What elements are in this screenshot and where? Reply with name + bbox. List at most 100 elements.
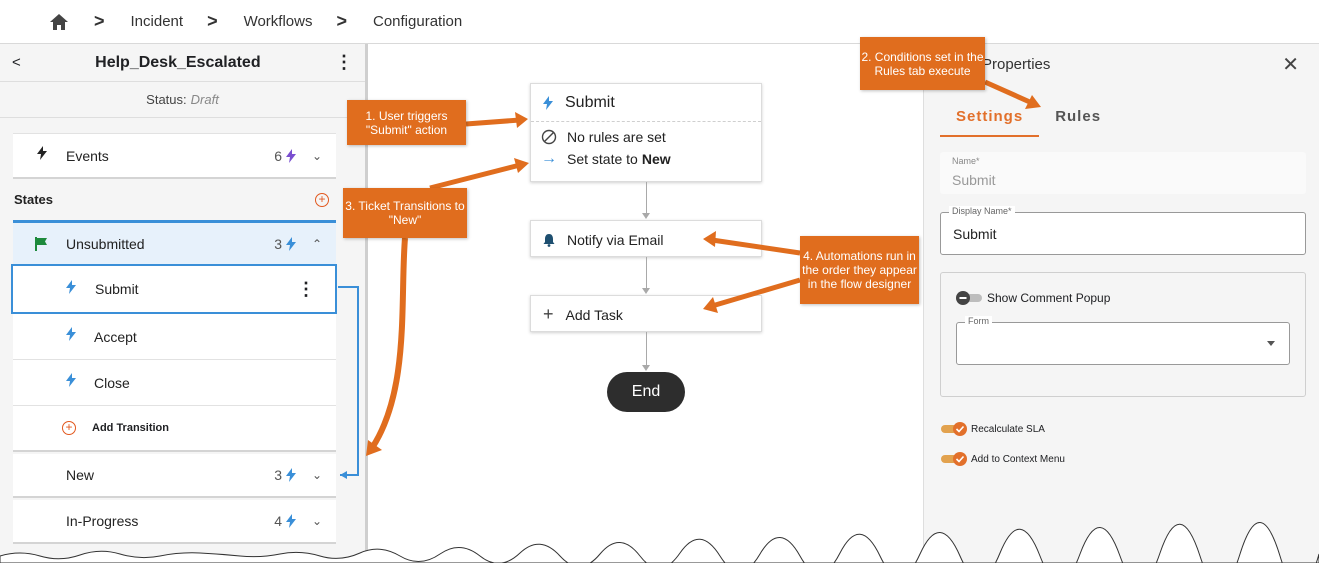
flag-icon	[35, 237, 49, 256]
properties-header: Properties ✕	[924, 44, 1319, 84]
chevron-down-icon[interactable]: ⌄	[311, 148, 322, 163]
properties-title: Properties	[982, 55, 1051, 73]
top-navigation-bar: > Incident > Workflows > Configuration	[0, 0, 1319, 44]
bell-icon	[543, 233, 555, 247]
callout-2: 2. Conditions set in the Rules tab execu…	[860, 37, 985, 90]
status-label: Status:	[146, 92, 187, 107]
transition-label: Submit	[95, 281, 139, 297]
transition-close[interactable]: Close	[13, 360, 336, 406]
chevron-down-icon[interactable]: ⌄	[311, 514, 322, 528]
status-value: Draft	[190, 92, 219, 107]
events-label: Events	[66, 147, 109, 164]
breadcrumb-configuration: Configuration	[373, 13, 463, 30]
state-label: In-Progress	[66, 513, 139, 529]
plus-icon: +	[543, 304, 554, 324]
breadcrumb-workflows[interactable]: Workflows	[243, 13, 313, 30]
block-icon	[541, 129, 557, 145]
state-count-value: 3	[274, 467, 282, 483]
no-rules-row: No rules are set	[531, 126, 761, 148]
display-name-field[interactable]: Display Name* Submit	[940, 206, 1306, 255]
set-state-prefix: Set state to	[567, 151, 638, 167]
bolt-icon	[66, 279, 76, 299]
state-label: New	[66, 467, 95, 483]
form-select[interactable]: Form	[956, 316, 1290, 365]
toggle-off-icon	[956, 291, 982, 305]
workflow-header: < Help_Desk_Escalated ⋮	[0, 44, 365, 82]
show-comment-popup-label: Show Comment Popup	[987, 291, 1111, 305]
events-card[interactable]: Events 6 ⌄	[13, 133, 336, 179]
trigger-node-submit[interactable]: Submit No rules are set → Set state to N…	[530, 83, 762, 182]
transition-label: Close	[94, 374, 130, 391]
toggle-on-icon	[941, 452, 967, 466]
bolt-icon	[66, 373, 76, 392]
add-to-context-menu-toggle[interactable]: Add to Context Menu	[940, 452, 1065, 466]
tab-rules[interactable]: Rules	[1055, 108, 1102, 125]
show-comment-popup-toggle[interactable]: Show Comment Popup	[956, 291, 1110, 305]
action-node-notify[interactable]: Notify via Email	[530, 220, 762, 257]
bolt-icon	[37, 146, 47, 165]
state-new[interactable]: New 3 ⌄	[13, 454, 336, 498]
state-in-progress[interactable]: In-Progress 4 ⌄	[13, 500, 336, 544]
add-transition-row[interactable]: + Add Transition	[13, 406, 336, 452]
trigger-title: Submit	[565, 93, 615, 111]
chevron-down-icon[interactable]: ⌄	[311, 468, 322, 482]
add-transition-label: Add Transition	[92, 422, 169, 434]
more-vert-icon[interactable]: ⋮	[334, 52, 353, 72]
name-field-label: Name*	[952, 156, 980, 166]
state-unsubmitted[interactable]: Unsubmitted 3 ⌃	[13, 220, 336, 264]
name-field-value: Submit	[952, 172, 996, 188]
add-task-node[interactable]: + Add Task	[530, 295, 762, 332]
display-name-value: Submit	[953, 226, 997, 242]
states-heading: States	[14, 192, 54, 207]
name-field[interactable]: Name* Submit	[940, 152, 1306, 194]
transition-accept[interactable]: Accept	[13, 314, 336, 360]
add-state-icon[interactable]: +	[315, 193, 329, 207]
no-rules-text: No rules are set	[567, 129, 666, 145]
tab-settings[interactable]: Settings	[940, 104, 1040, 137]
callout-3: 3. Ticket Transitions to "New"	[343, 188, 467, 238]
arrow-right-icon: →	[541, 150, 557, 167]
breadcrumb-incident[interactable]: Incident	[130, 13, 184, 30]
recalculate-sla-toggle[interactable]: Recalculate SLA	[940, 422, 1045, 436]
properties-tabs: Settings Rules	[940, 104, 1117, 137]
transition-submit[interactable]: Submit ⋮	[11, 264, 337, 314]
chevron-right-icon: >	[94, 11, 105, 31]
bolt-icon	[286, 148, 296, 163]
workflow-status: Status: Draft	[0, 82, 365, 118]
workflow-sidebar: < Help_Desk_Escalated ⋮ Status: Draft Ev…	[0, 44, 368, 563]
chevron-right-icon: >	[336, 11, 347, 31]
workflow-title: Help_Desk_Escalated	[95, 53, 261, 71]
chevron-right-icon: >	[207, 11, 218, 31]
bolt-icon	[286, 468, 296, 482]
end-node[interactable]: End	[607, 372, 685, 412]
more-vert-icon[interactable]: ⋮	[297, 278, 315, 299]
chevron-up-icon[interactable]: ⌃	[311, 236, 322, 251]
state-count: 3	[274, 236, 296, 252]
transition-label: Accept	[94, 328, 137, 345]
add-task-label: Add Task	[565, 306, 623, 323]
home-icon[interactable]	[48, 11, 70, 33]
state-count: 4	[274, 513, 296, 529]
bolt-icon	[543, 95, 553, 110]
bolt-icon	[286, 236, 296, 251]
close-icon[interactable]: ✕	[1282, 53, 1299, 76]
notify-label: Notify via Email	[567, 231, 664, 248]
events-count: 6	[274, 148, 296, 164]
properties-panel: Properties ✕ Settings Rules Name* Submit…	[923, 44, 1319, 563]
back-chevron-icon[interactable]: <	[12, 54, 21, 71]
comment-popup-section: Show Comment Popup Form	[940, 272, 1306, 397]
set-state-row: → Set state to New	[531, 148, 761, 170]
events-count-value: 6	[274, 147, 282, 164]
bolt-icon	[66, 327, 76, 346]
add-circle-icon: +	[62, 421, 76, 435]
state-count: 3	[274, 467, 296, 483]
set-state-value: New	[641, 151, 671, 167]
state-count-value: 3	[274, 235, 282, 252]
recalculate-sla-label: Recalculate SLA	[971, 423, 1045, 435]
state-label: Unsubmitted	[66, 235, 145, 252]
bolt-icon	[286, 514, 296, 528]
callout-4: 4. Automations run in the order they app…	[800, 236, 919, 304]
form-select-label: Form	[965, 316, 992, 326]
callout-1: 1. User triggers "Submit" action	[347, 100, 466, 145]
state-count-value: 4	[274, 513, 282, 529]
